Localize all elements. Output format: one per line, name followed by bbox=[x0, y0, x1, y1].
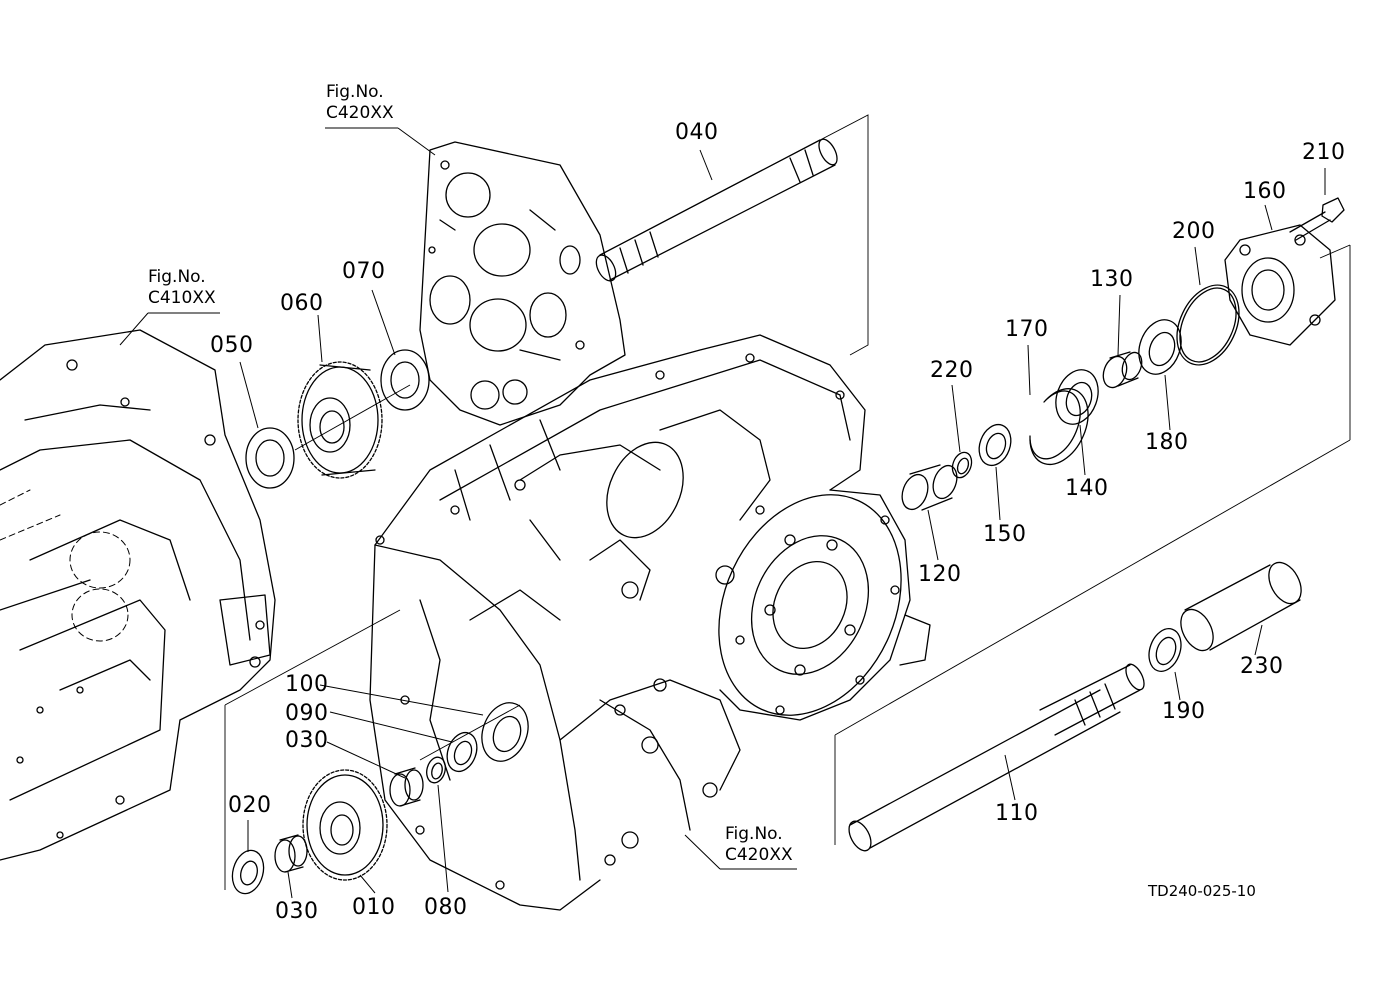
part-label-150: 150 bbox=[983, 522, 1027, 547]
washer-020 bbox=[228, 847, 268, 897]
o-ring-200 bbox=[1165, 275, 1251, 375]
collar-220 bbox=[949, 450, 975, 481]
part-label-060: 060 bbox=[280, 291, 324, 316]
part-label-050: 050 bbox=[210, 333, 254, 358]
part-label-230: 230 bbox=[1240, 654, 1284, 679]
shaft-110 bbox=[845, 661, 1148, 854]
needle-bearing-120 bbox=[898, 462, 962, 513]
figure-ref-code: C410XX bbox=[148, 288, 216, 309]
shaft-040 bbox=[592, 136, 840, 284]
seal-090 bbox=[442, 728, 482, 775]
part-label-220: 220 bbox=[930, 358, 974, 383]
figure-ref-code: C420XX bbox=[326, 103, 394, 124]
figure-ref-upper: Fig.No. C420XX bbox=[326, 82, 394, 125]
part-label-130: 130 bbox=[1090, 267, 1134, 292]
needle-bearing-030-lower bbox=[275, 835, 307, 872]
bolt-210 bbox=[1290, 198, 1344, 240]
part-label-070: 070 bbox=[342, 259, 386, 284]
figure-ref-prefix: Fig.No. bbox=[725, 824, 783, 844]
assembly-axis-lines bbox=[225, 115, 1350, 890]
bearing-100 bbox=[474, 696, 536, 767]
drawing-code: TD240-025-10 bbox=[1148, 882, 1256, 900]
needle-bearing-030-upper bbox=[390, 768, 423, 806]
figure-ref-prefix: Fig.No. bbox=[148, 267, 206, 287]
part-label-020: 020 bbox=[228, 793, 272, 818]
seal-190 bbox=[1143, 624, 1186, 676]
part-label-040: 040 bbox=[675, 120, 719, 145]
gear-060 bbox=[298, 362, 382, 478]
part-label-100: 100 bbox=[285, 672, 329, 697]
figure-ref-left: Fig.No. C410XX bbox=[148, 267, 216, 310]
part-label-080: 080 bbox=[424, 895, 468, 920]
part-label-210: 210 bbox=[1302, 140, 1346, 165]
figure-ref-lower: Fig.No. C420XX bbox=[725, 824, 793, 867]
part-label-140: 140 bbox=[1065, 476, 1109, 501]
left-housing-outline bbox=[0, 330, 275, 860]
part-label-170: 170 bbox=[1005, 317, 1049, 342]
collar-230 bbox=[1174, 557, 1307, 656]
part-label-030-upper: 030 bbox=[285, 728, 329, 753]
part-label-010: 010 bbox=[352, 895, 396, 920]
part-label-090: 090 bbox=[285, 701, 329, 726]
upper-plate-outline bbox=[420, 142, 625, 425]
central-case-outline bbox=[370, 335, 936, 910]
part-label-190: 190 bbox=[1162, 699, 1206, 724]
bearing-070 bbox=[381, 350, 429, 410]
part-label-110: 110 bbox=[995, 801, 1039, 826]
collar-080 bbox=[424, 755, 448, 785]
bearing-140 bbox=[1049, 364, 1106, 430]
cover-160 bbox=[1225, 225, 1335, 345]
bushing-130 bbox=[1099, 350, 1145, 391]
part-label-180: 180 bbox=[1145, 430, 1189, 455]
seal-150 bbox=[974, 420, 1017, 470]
bearing-180 bbox=[1132, 314, 1189, 380]
bearing-050 bbox=[246, 428, 294, 488]
left-housing-hidden-lines bbox=[0, 490, 130, 641]
figure-ref-prefix: Fig.No. bbox=[326, 82, 384, 102]
part-label-120: 120 bbox=[918, 562, 962, 587]
part-label-030-lower: 030 bbox=[275, 899, 319, 924]
leader-lines bbox=[120, 128, 1325, 898]
part-label-160: 160 bbox=[1243, 179, 1287, 204]
gear-010 bbox=[303, 770, 387, 880]
figure-ref-code: C420XX bbox=[725, 845, 793, 866]
part-label-200: 200 bbox=[1172, 219, 1216, 244]
snap-ring-170 bbox=[1030, 389, 1088, 465]
